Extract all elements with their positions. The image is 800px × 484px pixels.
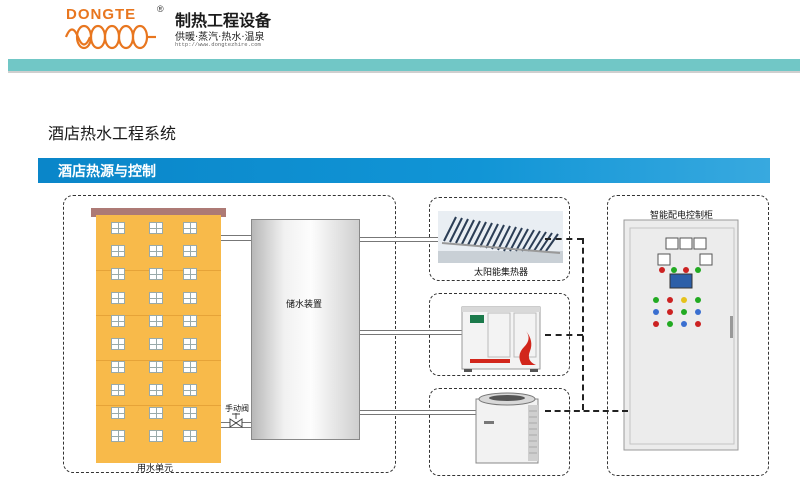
- valve-label: 手动阀: [225, 404, 249, 413]
- control-line-heatpump: [545, 410, 628, 412]
- building-window: [111, 222, 125, 234]
- control-line-vertical: [582, 238, 584, 410]
- building-window: [183, 222, 197, 234]
- building-window: [149, 361, 163, 373]
- building-window: [111, 361, 125, 373]
- brand-url: http://www.dongtezhire.com: [175, 41, 261, 48]
- header-band: [8, 59, 800, 71]
- brand-title: 制热工程设备: [175, 11, 272, 30]
- building-window: [111, 338, 125, 350]
- building-window: [111, 407, 125, 419]
- building-window: [111, 315, 125, 327]
- header-band-shadow: [8, 71, 800, 73]
- section-title: 酒店热源与控制: [58, 164, 156, 180]
- building-window: [183, 361, 197, 373]
- control-line-boiler: [545, 334, 583, 336]
- building-window: [149, 315, 163, 327]
- section-bar: [38, 158, 770, 183]
- logo-coil-icon: [64, 24, 156, 50]
- building-window: [183, 407, 197, 419]
- cabinet-group-box: [607, 195, 769, 476]
- pipe-to-solar: [360, 237, 444, 242]
- heatpump-group-box: [429, 388, 570, 476]
- logo-text: DONGTE: [66, 6, 137, 23]
- building-window: [183, 268, 197, 280]
- storage-tank: [251, 219, 360, 440]
- building-window: [183, 292, 197, 304]
- building-label: 用水单元: [137, 464, 174, 474]
- cabinet-label: 智能配电控制柜: [650, 211, 714, 221]
- valve-icon: [229, 413, 243, 428]
- control-line-solar: [545, 238, 583, 240]
- registered-mark: ®: [157, 4, 164, 14]
- building-window: [183, 245, 197, 257]
- building-window: [149, 407, 163, 419]
- building: [96, 215, 221, 463]
- building-window: [183, 338, 197, 350]
- pipe-to-heatpump: [360, 410, 476, 415]
- building-window: [149, 292, 163, 304]
- building-window: [149, 245, 163, 257]
- building-window: [149, 222, 163, 234]
- page-heading: 酒店热水工程系统: [48, 124, 177, 143]
- building-window: [111, 292, 125, 304]
- building-window: [111, 268, 125, 280]
- building-window: [149, 338, 163, 350]
- building-window: [111, 245, 125, 257]
- building-window: [111, 430, 125, 442]
- brand-subtitle: 供暖·蒸汽·热水·温泉: [175, 32, 265, 43]
- tank-label: 储水装置: [286, 300, 323, 310]
- pipe-top: [221, 235, 252, 241]
- solar-label: 太阳能集热器: [474, 268, 529, 278]
- building-window: [183, 315, 197, 327]
- heat-pump-image: [475, 392, 539, 464]
- electric-boiler-image: [461, 306, 541, 372]
- building-window: [111, 384, 125, 396]
- building-window: [149, 268, 163, 280]
- building-window: [183, 384, 197, 396]
- building-roof: [91, 208, 226, 217]
- solar-collector-image: [438, 211, 563, 263]
- building-window: [149, 430, 163, 442]
- building-window: [183, 430, 197, 442]
- pipe-to-boiler: [360, 330, 462, 335]
- building-window: [149, 384, 163, 396]
- control-cabinet-image: [623, 219, 739, 451]
